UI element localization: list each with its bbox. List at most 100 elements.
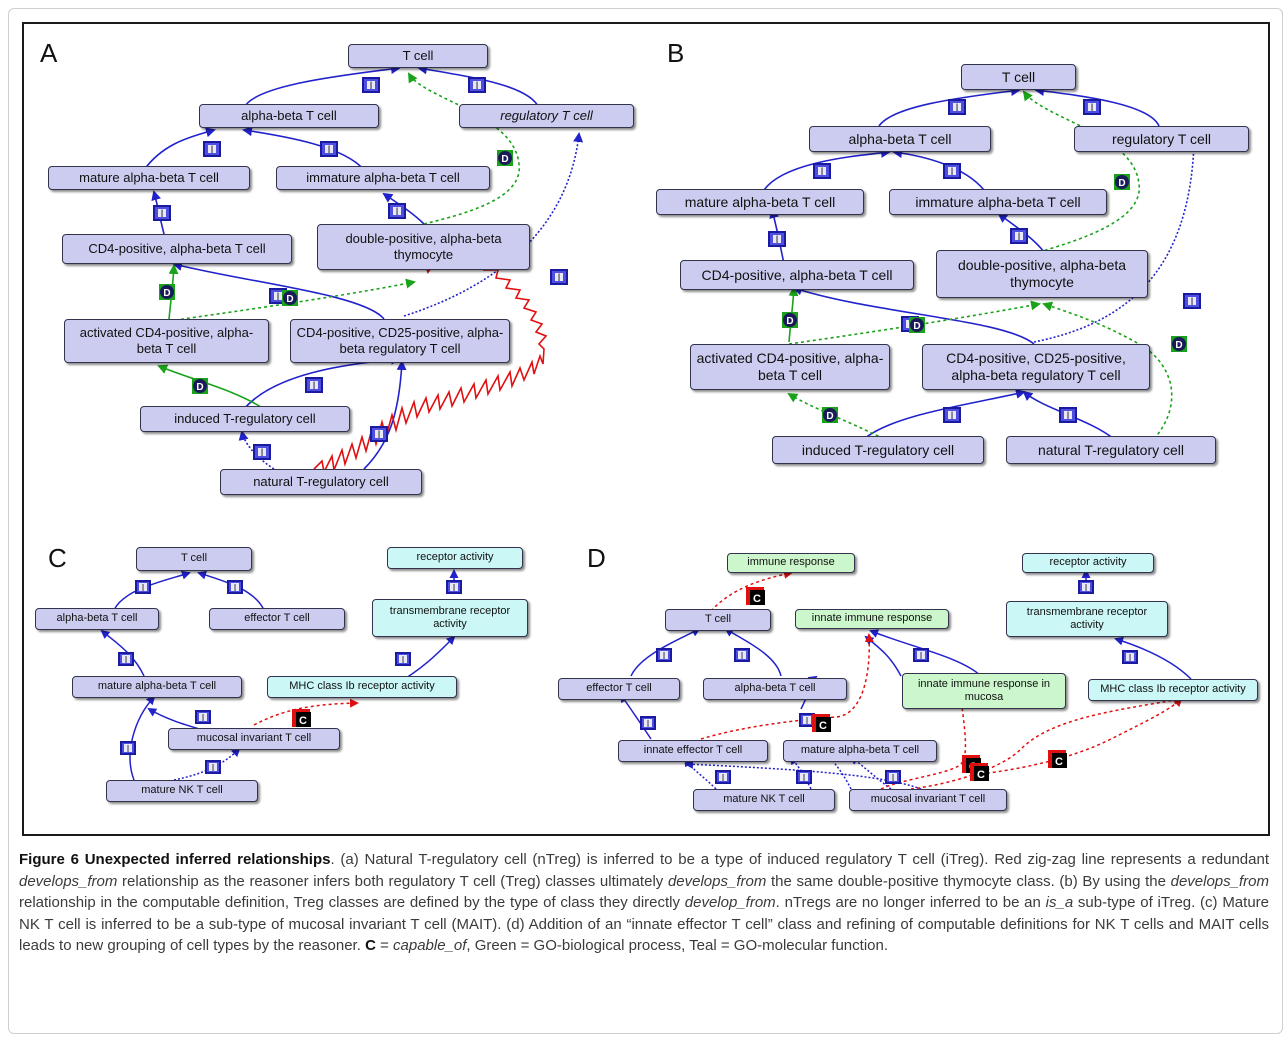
node-innate-immune-response: innate immune response: [795, 609, 949, 629]
svg-text:D: D: [163, 288, 170, 299]
panel-b: B I I I I I: [644, 22, 1270, 531]
svg-text:I: I: [1190, 296, 1193, 308]
svg-text:I: I: [1129, 653, 1132, 664]
svg-text:I: I: [312, 380, 315, 392]
svg-text:I: I: [160, 208, 163, 220]
svg-text:D: D: [1175, 340, 1182, 351]
node-mature-alpha-beta-t-cell: mature alpha-beta T cell: [48, 166, 250, 190]
caption-term: develop_from: [684, 894, 776, 911]
node-mhc-class-ib-receptor-activity: MHC class Ib receptor activity: [267, 676, 457, 698]
node-receptor-activity: receptor activity: [387, 547, 523, 569]
svg-text:I: I: [806, 716, 809, 727]
svg-text:I: I: [820, 166, 823, 178]
caption-term: capable_of: [393, 937, 467, 954]
node-natural-t-regulatory: natural T-regulatory cell: [1006, 436, 1216, 464]
svg-text:I: I: [142, 583, 145, 594]
svg-text:I: I: [1066, 410, 1069, 422]
caption-term: is_a: [1045, 894, 1074, 911]
panel-a-label: A: [40, 38, 58, 68]
node-activated-cd4: activated CD4-positive, alpha-beta T cel…: [690, 344, 890, 390]
svg-text:I: I: [212, 763, 215, 774]
node-double-positive-thymocyte: double-positive, alpha-beta thymocyte: [936, 250, 1148, 298]
node-immune-response: immune response: [727, 553, 855, 573]
caption-figure-label: Figure 6 Unexpected inferred relationshi…: [19, 851, 331, 868]
node-activated-cd4: activated CD4-positive, alpha-beta T cel…: [64, 319, 269, 363]
panel-d-edges: I I I I I I I I I I C C C C C: [619, 569, 1192, 790]
svg-text:C: C: [819, 720, 827, 732]
svg-text:D: D: [286, 294, 293, 305]
node-transmembrane-receptor-activity: transmembrane receptor activity: [372, 599, 528, 637]
svg-text:I: I: [892, 773, 895, 784]
node-immature-alpha-beta-t-cell: immature alpha-beta T cell: [889, 189, 1107, 215]
node-double-positive-thymocyte: double-positive, alpha-beta thymocyte: [317, 224, 530, 270]
panel-d-label: D: [587, 543, 606, 573]
panel-a-edges: I I I I I I I I I I I D D D D: [143, 64, 584, 475]
svg-text:I: I: [647, 719, 650, 730]
panel-d: D I I I: [551, 529, 1270, 836]
svg-text:D: D: [501, 154, 508, 165]
svg-text:C: C: [1055, 756, 1063, 768]
panel-b-label: B: [667, 38, 685, 68]
svg-text:D: D: [826, 411, 833, 422]
svg-text:I: I: [453, 583, 456, 594]
node-natural-t-regulatory: natural T-regulatory cell: [220, 469, 422, 495]
node-mature-alpha-beta-t-cell: mature alpha-beta T cell: [72, 676, 242, 698]
svg-text:D: D: [913, 321, 920, 332]
svg-text:I: I: [722, 773, 725, 784]
caption-text: . (a) Natural T-regulatory cell (nTreg) …: [330, 851, 1270, 868]
svg-text:D: D: [1118, 178, 1125, 189]
svg-text:I: I: [202, 713, 205, 724]
caption-text: relationship as the reasoner infers both…: [117, 872, 668, 890]
svg-text:I: I: [557, 272, 560, 284]
node-induced-t-regulatory: induced T-regulatory cell: [140, 406, 350, 432]
svg-text:I: I: [803, 773, 806, 784]
panel-c-label: C: [48, 543, 67, 573]
node-t-cell: T cell: [348, 44, 488, 68]
node-regulatory-t-cell: regulatory T cell: [1074, 126, 1249, 152]
node-t-cell: T cell: [961, 64, 1076, 90]
node-cd4-alpha-beta-t-cell: CD4-positive, alpha-beta T cell: [680, 260, 914, 290]
caption-text: . nTregs are no longer inferred to be an: [775, 894, 1046, 911]
svg-text:I: I: [125, 655, 128, 666]
svg-text:C: C: [977, 769, 985, 781]
svg-text:I: I: [663, 651, 666, 662]
node-t-cell: T cell: [665, 609, 771, 631]
svg-text:I: I: [920, 651, 923, 662]
node-alpha-beta-t-cell: alpha-beta T cell: [35, 608, 159, 630]
svg-text:I: I: [395, 206, 398, 218]
figure-frame: [8, 8, 1283, 1034]
svg-text:I: I: [1085, 583, 1088, 594]
node-receptor-activity: receptor activity: [1022, 553, 1154, 573]
node-cd4-cd25-regulatory: CD4-positive, CD25-positive, alpha-beta …: [290, 319, 510, 363]
svg-text:I: I: [210, 144, 213, 156]
node-innate-immune-response-in-mucosa: innate immune response in mucosa: [902, 673, 1066, 709]
panel-c: C I I I I I I I I C T cell al: [22, 529, 555, 836]
caption-term: develops_from: [19, 872, 118, 890]
caption-term: develops_from: [1170, 872, 1269, 890]
node-mature-nk-t-cell: mature NK T cell: [693, 789, 835, 811]
svg-text:I: I: [1090, 102, 1093, 114]
node-transmembrane-receptor-activity: transmembrane receptor activity: [1006, 601, 1168, 637]
node-mature-nk-t-cell: mature NK T cell: [106, 780, 258, 802]
node-regulatory-t-cell: regulatory T cell: [459, 104, 634, 128]
caption-text: =: [375, 937, 394, 954]
svg-text:I: I: [955, 102, 958, 114]
node-immature-alpha-beta-t-cell: immature alpha-beta T cell: [276, 166, 490, 190]
node-effector-t-cell: effector T cell: [209, 608, 345, 630]
caption-text: , Green = GO-biological process, Teal = …: [466, 937, 889, 954]
svg-text:I: I: [775, 234, 778, 246]
node-mature-alpha-beta-t-cell: mature alpha-beta T cell: [656, 189, 864, 215]
svg-text:I: I: [402, 655, 405, 666]
figure-caption: Figure 6 Unexpected inferred relationshi…: [19, 849, 1269, 957]
node-mucosal-invariant-t-cell: mucosal invariant T cell: [168, 728, 340, 750]
svg-text:I: I: [234, 583, 237, 594]
svg-text:D: D: [196, 382, 203, 393]
node-alpha-beta-t-cell: alpha-beta T cell: [703, 678, 847, 700]
node-mhc-class-ib-receptor-activity: MHC class Ib receptor activity: [1088, 679, 1258, 701]
panel-a: A: [22, 22, 648, 531]
svg-text:I: I: [1017, 231, 1020, 243]
node-cd4-cd25-regulatory: CD4-positive, CD25-positive, alpha-beta …: [922, 344, 1150, 390]
svg-text:I: I: [475, 80, 478, 92]
caption-text: relationship in the computable definitio…: [19, 894, 685, 911]
svg-text:I: I: [369, 80, 372, 92]
